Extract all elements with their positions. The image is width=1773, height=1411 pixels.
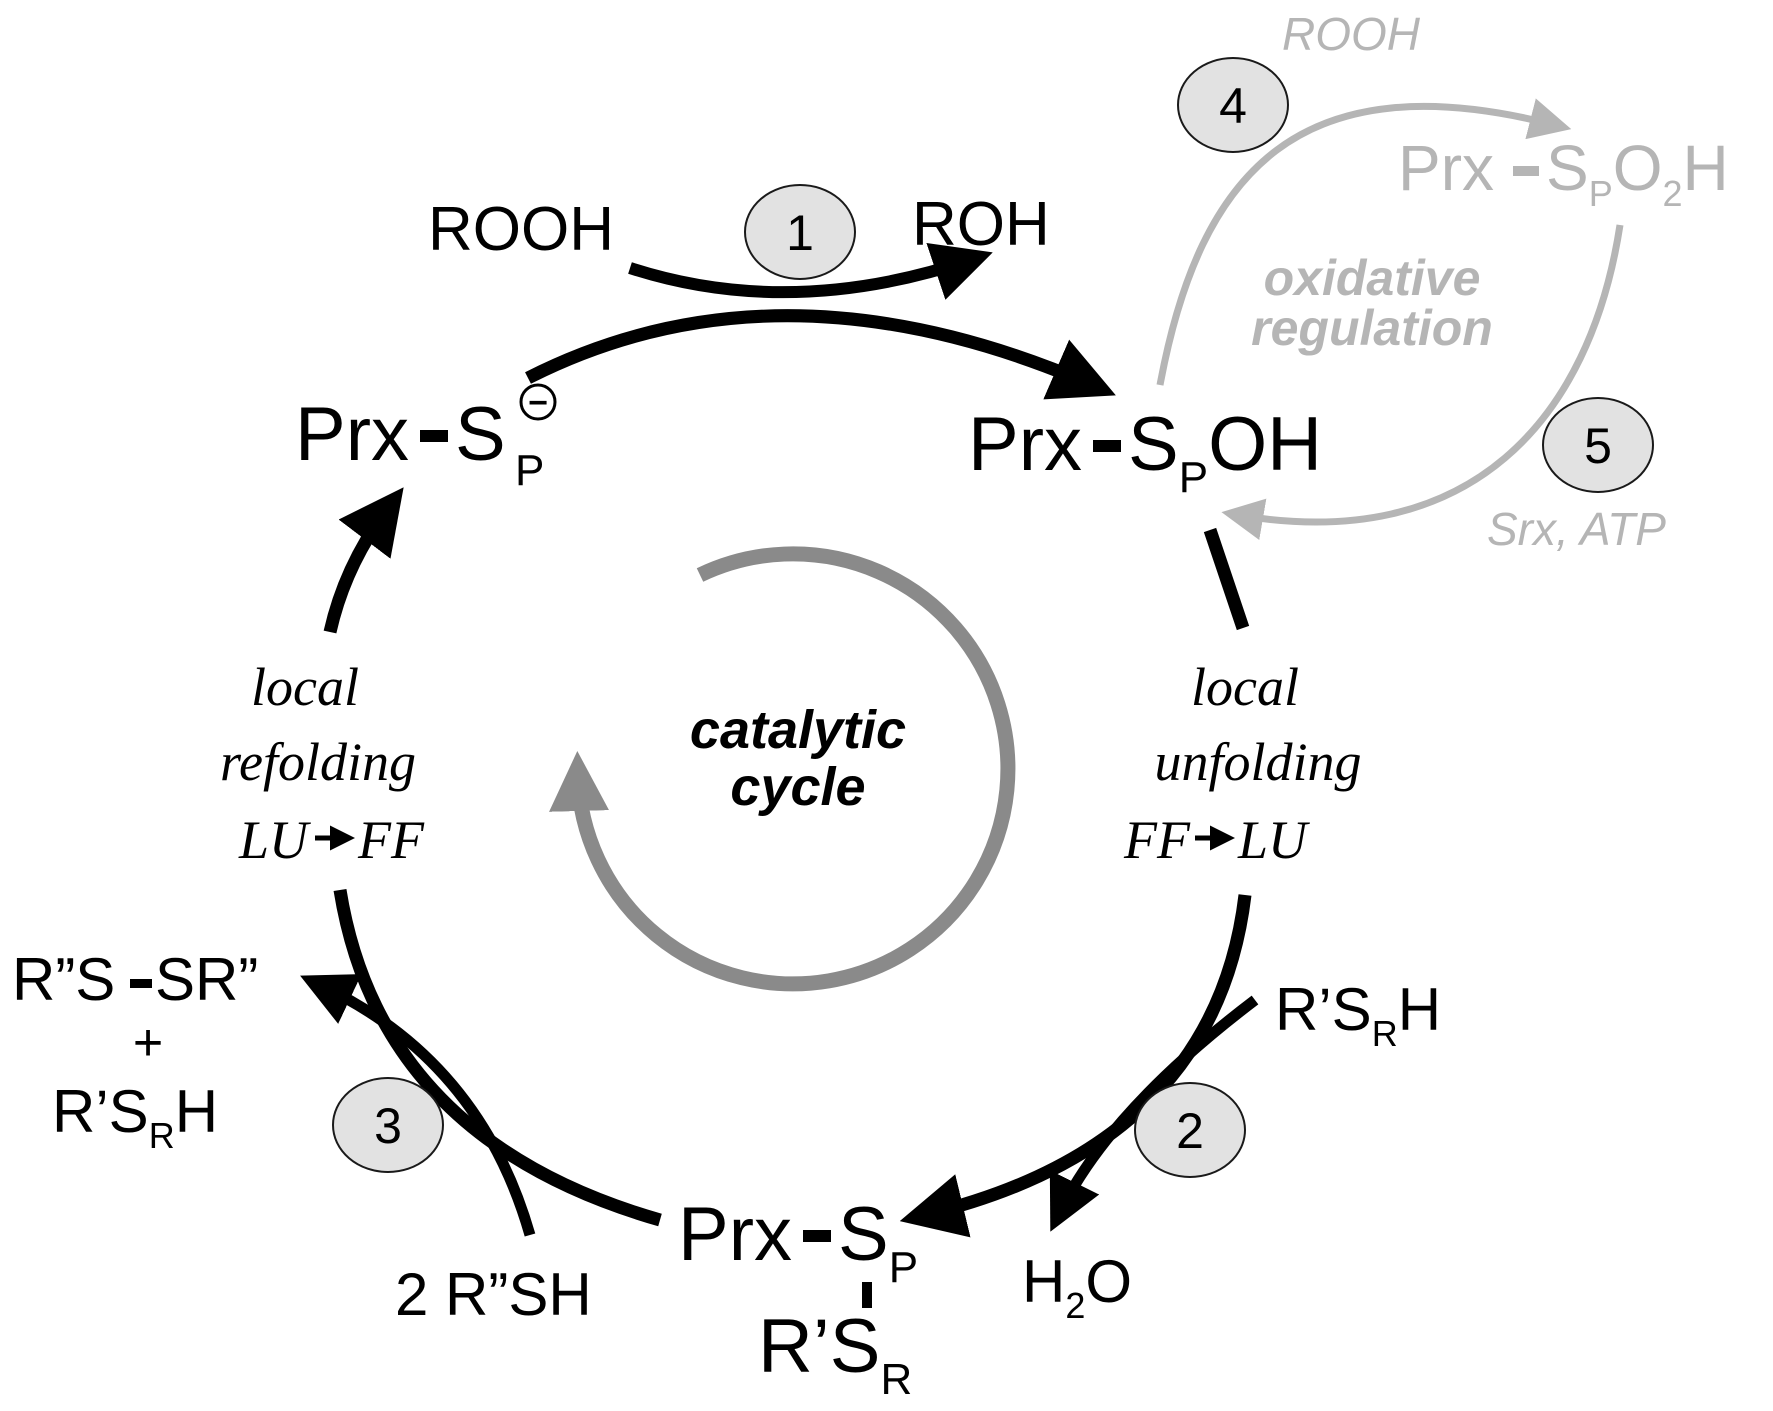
svg-text:Prx: Prx [295,392,409,477]
resolving-thiol-label: 2 R”SH [395,1261,592,1328]
svg-text:5: 5 [1584,418,1612,474]
overoxidation-arrow [1156,98,1572,386]
local-unfolding-label: local unfolding FF LU [1123,657,1361,870]
svg-text:SPO2H: SPO2H [1546,132,1729,214]
svg-text:local: local [1191,657,1299,717]
svg-text:R’SR: R’SR [758,1304,912,1404]
inner-cycle-arrow [549,546,1016,992]
svg-text:catalytic: catalytic [690,700,906,760]
regulation-rooh-label: ROOH [1282,8,1421,60]
svg-text:cycle: cycle [730,757,865,817]
disulfide-to-folded-arc [333,888,662,1227]
local-refolding-label: local refolding LU FF [220,657,425,870]
svg-text:unfolding: unfolding [1154,732,1361,792]
thiolate-species-label: Prx S P − [295,383,557,495]
svg-text:+: + [133,1014,163,1072]
step-5-marker: 5 [1542,397,1654,493]
svg-text:SP: SP [838,1192,918,1292]
thiol-reagent-label: R’SRH [1275,976,1441,1054]
svg-text:FF: FF [357,810,425,870]
svg-text:S: S [455,392,506,477]
svg-text:2: 2 [1176,1103,1204,1159]
refolded-to-thiolate-arrow [323,487,404,634]
svg-text:Prx: Prx [1398,132,1494,204]
svg-text:refolding: refolding [220,732,416,792]
svg-text:Prx: Prx [678,1192,792,1277]
svg-text:FF: FF [1123,810,1191,870]
sulfenic-acid-species-label: Prx SPOH [968,402,1322,502]
svg-text:R’SRH: R’SRH [52,1078,218,1156]
thiolate-to-sulfenic-arrow [525,309,1116,400]
svg-text:R”S: R”S [12,946,115,1013]
step-3-marker: 3 [332,1077,444,1173]
svg-text:1: 1 [786,205,814,261]
oxidative-regulation-loop [1156,98,1624,540]
oxidative-regulation-label: oxidative regulation [1251,250,1493,356]
svg-text:−: − [528,384,548,422]
sulfinic-acid-species-label: Prx SPO2H [1398,132,1729,214]
thiol-water-arrow [1049,995,1259,1232]
svg-text:oxidative: oxidative [1264,250,1481,306]
rooh-label: ROOH [428,195,614,264]
step-2-marker: 2 [1134,1082,1246,1178]
step-4-marker: 4 [1177,57,1289,153]
svg-text:LU: LU [1237,810,1310,870]
roh-label: ROH [912,190,1050,259]
step-1-marker: 1 [744,184,856,280]
svg-text:regulation: regulation [1251,300,1493,356]
svg-text:P: P [515,446,544,495]
disulfide-product-label: R”S SR” + R’SRH [12,946,258,1156]
svg-text:Prx: Prx [968,402,1082,487]
sulfenic-to-unfolded-arc [1203,527,1250,631]
resolving-thiol-arrow [300,974,536,1237]
rooh-roh-arrow [628,242,993,300]
catalytic-cycle-label: catalytic cycle [690,700,906,817]
svg-text:SR”: SR” [155,946,258,1013]
disulfide-species-label: Prx SP R’SR [678,1192,918,1404]
svg-text:local: local [251,657,359,717]
svg-text:3: 3 [374,1098,402,1154]
srx-atp-label: Srx, ATP [1487,503,1666,555]
svg-text:SPOH: SPOH [1128,402,1322,502]
srx-reduction-arrow [1221,224,1624,540]
svg-text:4: 4 [1219,78,1247,134]
svg-text:LU: LU [238,810,311,870]
water-label: H2O [1022,1248,1132,1326]
